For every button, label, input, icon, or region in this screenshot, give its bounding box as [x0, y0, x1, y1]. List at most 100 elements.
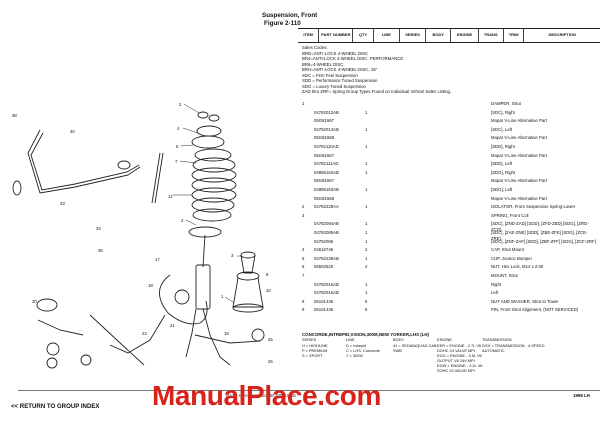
row-item-number: 5: [302, 255, 305, 261]
svg-text:1: 1: [221, 294, 224, 299]
row-description: SPRING, Front Coil: [491, 212, 529, 218]
row-qty: 1: [365, 169, 368, 175]
col-body: BODY: [426, 29, 452, 42]
svg-text:17: 17: [155, 257, 160, 262]
svg-text:40: 40: [70, 129, 75, 134]
row-description: CAP, Strut Mount: [491, 247, 524, 253]
legend-title: CONCORDE,INTREPID,VISION,300M,NEW YORKER…: [302, 332, 430, 337]
legend-column-header: BODY: [393, 337, 405, 342]
row-qty: 1: [365, 109, 368, 115]
svg-text:12: 12: [168, 194, 173, 199]
row-qty: 1: [365, 238, 368, 244]
coil-spring-part: [191, 148, 237, 222]
row-item-number: 3: [302, 212, 305, 218]
svg-text:9: 9: [266, 272, 269, 277]
col-description: DESCRIPTION: [548, 32, 576, 38]
row-qty: 1: [365, 144, 368, 149]
legend-column-header: ENGINE: [437, 337, 452, 342]
row-description: Mopar V-Line Alternative Part: [491, 135, 547, 141]
row-part-number: 04782110AD: [314, 144, 339, 149]
legend-entry: C = LHS, Concorde: [346, 347, 380, 353]
row-item-number: 4: [302, 247, 305, 253]
row-item-number: 1: [302, 101, 305, 106]
svg-text:21: 21: [170, 323, 175, 328]
row-description: Right: [491, 281, 502, 287]
footer-model-year: 1998 LH: [573, 393, 590, 398]
jounce-bumper-part: [232, 251, 264, 313]
row-part-number: 05G81668: [314, 135, 335, 141]
footer-catalog-name: NAS - Intrepid,Concorde,300M,LHS: [226, 393, 296, 398]
row-description: NUT, Hex Lock, M14 x 2.00: [491, 264, 544, 270]
legend-entry: D = Intrepid: [346, 343, 367, 348]
row-part-number: 04782085AB: [314, 230, 339, 235]
row-part-number: 05G81668: [314, 195, 335, 201]
col-engine: ENGINE: [451, 29, 479, 42]
svg-text:34: 34: [96, 226, 101, 231]
row-qty: 1: [365, 204, 368, 210]
sales-code-line: SDG = Luxury Tuned Suspension: [302, 84, 366, 89]
row-qty: 1: [365, 230, 368, 235]
row-qty: 1: [365, 161, 368, 167]
row-part-number: 04782228AA: [314, 204, 339, 210]
svg-text:2: 2: [181, 218, 184, 223]
row-qty: 1: [365, 187, 368, 192]
row-description: CUP, Jounce Bumper: [491, 255, 533, 261]
row-qty: 1: [365, 290, 368, 296]
legend-entry: DOHC 24 VALVE MPI: [437, 347, 475, 353]
row-part-number: 04782086: [314, 238, 334, 244]
row-description: ISOLATOR, Front Suspension Spring-Lower: [491, 204, 576, 210]
row-part-number: 05G81667: [314, 118, 335, 124]
page-title: Suspension, Front: [262, 12, 318, 19]
row-description: MOUNT, Strut: [491, 273, 518, 278]
return-to-group-index-link[interactable]: << RETURN TO GROUP INDEX: [11, 403, 100, 410]
row-description: [SDG], Left: [491, 187, 513, 192]
row-part-number: 06502525: [314, 264, 334, 270]
sales-code-line: SDC = Firm Feel Suspension: [302, 73, 358, 78]
row-part-number: 04895162AB: [314, 169, 339, 175]
row-part-number: 04616746: [314, 247, 334, 253]
row-qty: 1: [365, 126, 368, 132]
row-description: [SDC], Left: [491, 126, 513, 132]
row-description: [SDD], Right: [491, 144, 515, 149]
svg-text:19: 19: [224, 331, 229, 336]
col-trans: TRANS: [479, 29, 504, 42]
legend-column-header: TRANSMISSION: [482, 337, 512, 342]
row-item-number: 9: [302, 307, 305, 313]
svg-text:5: 5: [176, 144, 179, 149]
row-part-number: 06101446: [314, 307, 334, 313]
legend-entry: 41 = SEDAN/QUAD CAB: [393, 343, 437, 348]
row-description: Mopar V-Line Alternative Part: [491, 178, 547, 184]
legend-entry: H = HIGHLINE: [302, 343, 328, 348]
legend-entry: EGW = ENGINE - 3.2L V6: [437, 362, 483, 368]
row-part-number: 04782016AB: [314, 281, 339, 287]
row-description: [SDD], Left: [491, 161, 513, 167]
row-qty: 1: [365, 255, 368, 261]
row-part-number: 05G81667: [314, 178, 335, 184]
row-qty: 1: [365, 281, 368, 287]
row-description: NUT AND WASHER, Strut to Tower: [491, 298, 559, 304]
col-trim: TRIM: [504, 29, 525, 42]
legend-entry: OUTPUT V6 24V MPI: [437, 357, 475, 363]
col-line: LINE: [374, 29, 400, 42]
nut-part: [208, 114, 220, 122]
exploded-parts-diagram: 2 4 5 7 12 2 3 1 9 10 38 40 33 34 35 30 …: [12, 102, 273, 369]
row-item-number: 6: [302, 264, 305, 270]
legend-entry: EGG = ENGINE - 3.5L V6: [437, 352, 482, 358]
col-qty: QTY: [353, 29, 374, 42]
footer-divider: [18, 390, 600, 391]
row-qty: 1: [365, 221, 368, 227]
row-description: Left: [491, 290, 499, 296]
legend-entry: SOHC 24 VALVE MPI: [437, 367, 475, 373]
row-part-number: 04782084AB: [314, 221, 339, 227]
svg-text:2: 2: [179, 102, 182, 107]
legend-column-header: LINE: [346, 337, 355, 342]
row-part-number: 04782238AB: [314, 255, 339, 261]
svg-text:30: 30: [32, 299, 37, 304]
row-qty: 8: [365, 307, 368, 313]
table-header: ITEM PART NUMBER QTY LINE SERIES BODY EN…: [298, 28, 600, 43]
nut-part: [197, 111, 209, 119]
row-part-number: 04895163AB: [314, 187, 339, 192]
row-part-number: 04782016AB: [314, 290, 339, 296]
legend-entry: DGX = TRANSMISSION - 4-SPEED: [482, 343, 545, 348]
svg-text:4: 4: [177, 126, 180, 131]
